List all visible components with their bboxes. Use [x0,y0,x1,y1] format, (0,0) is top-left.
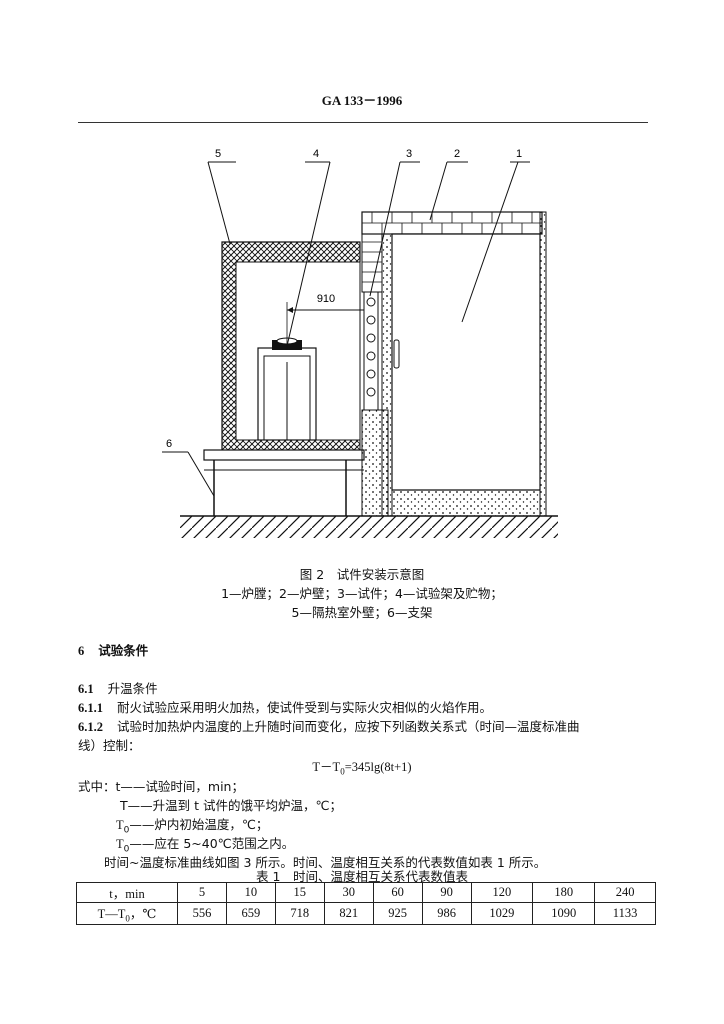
table-cell: 659 [225,902,276,925]
table-cell: 15 [274,882,325,903]
table-row: t，min 5 10 15 30 60 90 120 180 240 [76,882,656,903]
formula: T－T0=345lg(8t+1) [312,760,412,777]
row-label-temperature: T—T0，℃ [76,902,178,925]
callouts: 5 4 3 2 1 6 [162,148,530,497]
figure-legend-line2: 5—隔热室外壁；6—支架 [291,605,433,620]
installation-diagram: 910 5 4 3 2 1 6 [162,148,558,538]
document-header: GA 133－1996 [321,93,403,108]
table-cell: 5 [177,882,227,903]
table-cell: 1029 [470,902,534,925]
callout-4: 4 [313,148,319,160]
section-6-1-2-cont: 线）控制： [78,738,141,753]
table-cell: 718 [274,902,325,925]
table-cell: 986 [421,902,472,925]
table-title: 表 1 时间、温度相互关系代表数值表 [256,869,468,884]
dimension-label: 910 [317,293,335,305]
where-T: T——升温到 t 试件的饿平均炉温，℃； [120,798,343,813]
furnace-floor [391,489,541,517]
table-cell: 1133 [594,902,656,925]
table-cell: 240 [594,882,656,903]
table-cell: 120 [470,882,534,903]
callout-2: 2 [454,148,460,160]
table-cell: 60 [372,882,423,903]
figure-legend-line1: 1—炉膛；2—炉壁；3—试件；4—试验架及贮物； [221,586,503,601]
specimen-holes [366,297,376,397]
where-T0-initial: T0——炉内初始温度，℃； [116,817,269,836]
where-intro: 式中：t——试验时间，min； [78,779,244,794]
where-T0-range: T0——应在 5~40℃范围之内。 [116,836,295,855]
callout-1: 1 [516,148,522,160]
table-cell: 10 [225,882,276,903]
platform [203,449,365,461]
table-cell: 556 [177,902,227,925]
table-cell: 821 [323,902,374,925]
furnace-chamber [391,233,541,491]
specimen [363,291,379,411]
curve-note: 时间~温度标准曲线如图 3 所示。时间、温度相互关系的代表数值如表 1 所示。 [104,855,547,870]
figure-caption: 图 2 试件安装示意图 [299,567,425,582]
row-label-time: t，min [76,882,178,903]
furnace-door-handle [393,339,400,369]
table-cell: 1090 [532,902,596,925]
furnace-wall [361,211,547,517]
time-temperature-table: t，min 5 10 15 30 60 90 120 180 240 T—T0，… [76,882,656,925]
callout-6: 6 [166,438,172,450]
table-row: T—T0，℃ 556 659 718 821 925 986 1029 1090… [76,902,656,925]
table-cell: 30 [323,882,374,903]
callout-5: 5 [215,148,221,160]
callout-3: 3 [406,148,412,160]
header-rule [78,122,648,123]
table-cell: 180 [532,882,596,903]
table-cell: 925 [372,902,423,925]
ground-hatch [180,516,558,538]
table-cell: 90 [421,882,472,903]
